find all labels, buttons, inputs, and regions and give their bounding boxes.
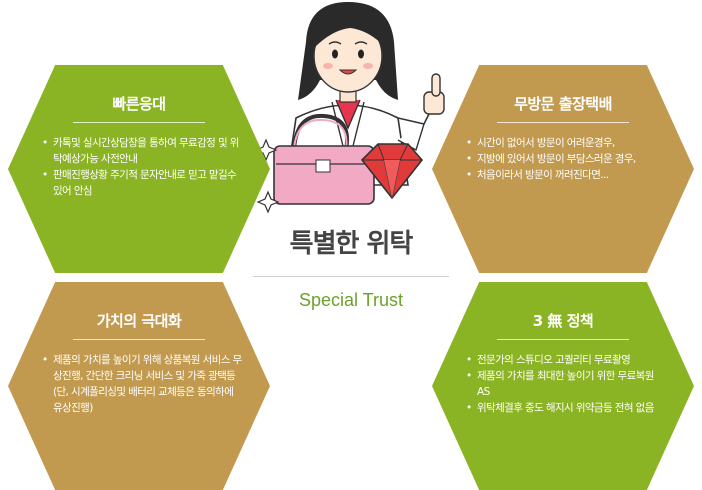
hexagon-divider bbox=[73, 122, 205, 123]
hexagon-delivery: 무방문 출장택배 시간이 없어서 방문이 어려운경우, 지방에 있어서 방문이 … bbox=[432, 65, 694, 273]
diamond-icon bbox=[360, 143, 424, 200]
hexagon-divider bbox=[73, 339, 205, 340]
hexagon-title: 빠른응대 bbox=[112, 95, 166, 113]
list-item: 시간이 없어서 방문이 어려운경우, bbox=[466, 135, 668, 151]
hexagon-title: 무방문 출장택배 bbox=[514, 95, 612, 113]
list-item: 판매진행상황 주기적 문자안내로 믿고 맡길수 있어 안심 bbox=[42, 167, 244, 199]
hexagon-divider bbox=[497, 339, 629, 340]
hexagon-value-maximize: 가치의 극대화 제품의 가치를 높이기 위해 상품복원 서비스 무상진행, 간단… bbox=[8, 282, 270, 490]
hexagon-title: 3 無 정책 bbox=[532, 312, 594, 330]
illustration bbox=[248, 0, 458, 224]
center-divider bbox=[253, 276, 449, 277]
list-item: 처음이라서 방문이 꺼려진다면... bbox=[466, 167, 668, 183]
hexagon-three-no-policy: 3 無 정책 전문가의 스튜디오 고퀄리티 무료촬영 제품의 가치를 최대한 높… bbox=[432, 282, 694, 490]
handbag-icon bbox=[273, 113, 375, 205]
center-title: 특별한 위탁 bbox=[289, 229, 414, 259]
sparkle-icon bbox=[254, 138, 280, 214]
hexagon-list: 카톡및 실시간상담창을 통하여 무료감정 및 위탁예상가능 사전안내 판매진행상… bbox=[42, 135, 244, 199]
list-item: 제품의 가치를 높이기 위해 상품복원 서비스 무상진행, 간단한 크리닝 서비… bbox=[42, 352, 244, 416]
list-item: 위탁체결후 중도 해지시 위약금등 전혀 없음 bbox=[466, 400, 668, 416]
center-subtitle: Special Trust bbox=[298, 290, 404, 310]
list-item: 카톡및 실시간상담창을 통하여 무료감정 및 위탁예상가능 사전안내 bbox=[42, 135, 244, 167]
hexagon-fast-response: 빠른응대 카톡및 실시간상담창을 통하여 무료감정 및 위탁예상가능 사전안내 … bbox=[8, 65, 270, 273]
list-item: 전문가의 스튜디오 고퀄리티 무료촬영 bbox=[466, 352, 668, 368]
hexagon-title: 가치의 극대화 bbox=[96, 312, 182, 330]
hexagon-list: 시간이 없어서 방문이 어려운경우, 지방에 있어서 방문이 부담스러운 경우,… bbox=[466, 135, 668, 183]
list-item: 제품의 가치를 최대한 높이기 위한 무료복원 AS bbox=[466, 368, 668, 400]
hexagon-list: 전문가의 스튜디오 고퀄리티 무료촬영 제품의 가치를 최대한 높이기 위한 무… bbox=[466, 352, 668, 416]
hexagon-divider bbox=[497, 122, 629, 123]
list-item: 지방에 있어서 방문이 부담스러운 경우, bbox=[466, 151, 668, 167]
hexagon-list: 제품의 가치를 높이기 위해 상품복원 서비스 무상진행, 간단한 크리닝 서비… bbox=[42, 352, 244, 416]
